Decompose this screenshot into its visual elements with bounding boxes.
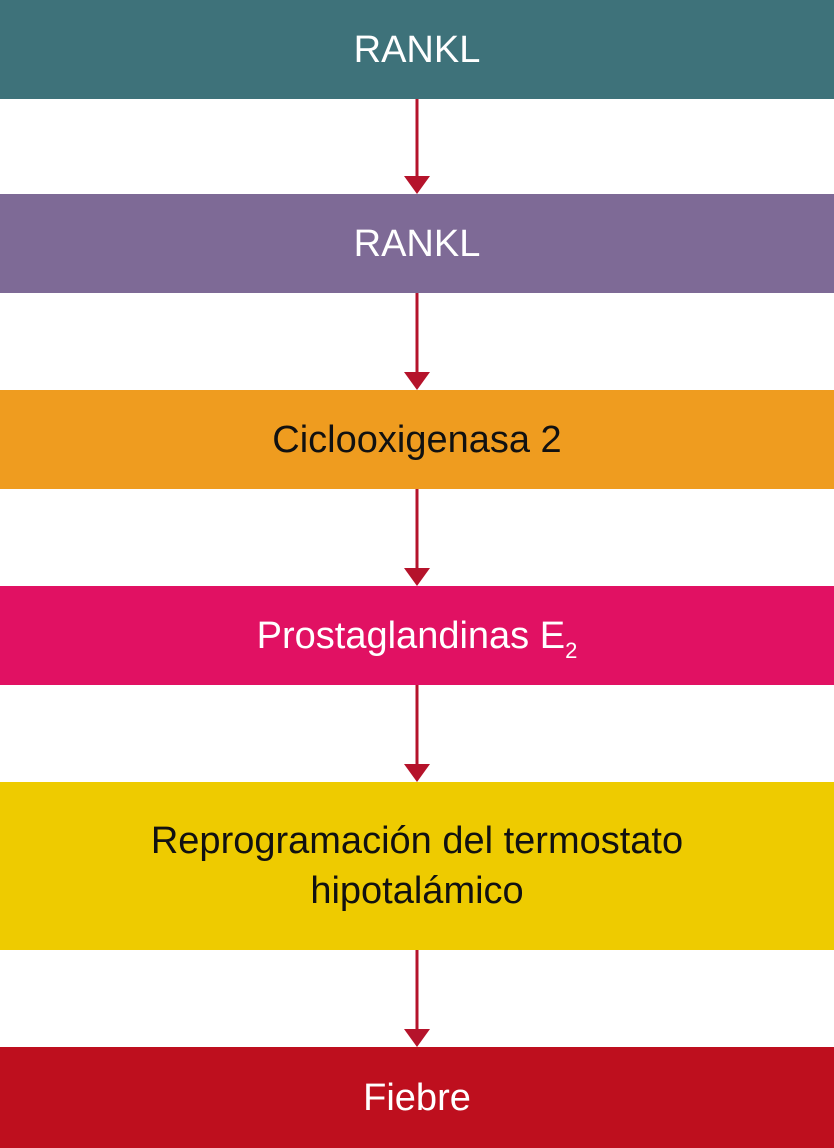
flow-arrow-3 <box>0 489 834 586</box>
flow-arrow-4 <box>0 685 834 782</box>
flow-arrow-1 <box>0 99 834 194</box>
step-box-prostaglandinas: Prostaglandinas E2 <box>0 586 834 685</box>
step-box-rankl-2: RANKL <box>0 194 834 293</box>
prostaglandinas-subscript: 2 <box>565 637 578 663</box>
flow-arrow-2 <box>0 293 834 390</box>
step-label-rankl-2: RANKL <box>353 222 481 265</box>
step-label-fiebre: Fiebre <box>363 1076 471 1119</box>
prostaglandinas-text: Prostaglandinas E <box>256 614 566 657</box>
step-box-rankl-1: RANKL <box>0 0 834 99</box>
flow-arrow-5 <box>0 950 834 1047</box>
step-label-prostaglandinas: Prostaglandinas E2 <box>256 611 578 663</box>
step-box-fiebre: Fiebre <box>0 1047 834 1148</box>
step-label-ciclooxigenasa: Ciclooxigenasa 2 <box>272 418 562 461</box>
step-box-termostato: Reprogramación del termostato hipotalámi… <box>0 782 834 950</box>
step-box-ciclooxigenasa: Ciclooxigenasa 2 <box>0 390 834 489</box>
step-label-rankl-1: RANKL <box>353 28 481 71</box>
step-label-termostato: Reprogramación del termostato hipotalámi… <box>150 820 684 912</box>
